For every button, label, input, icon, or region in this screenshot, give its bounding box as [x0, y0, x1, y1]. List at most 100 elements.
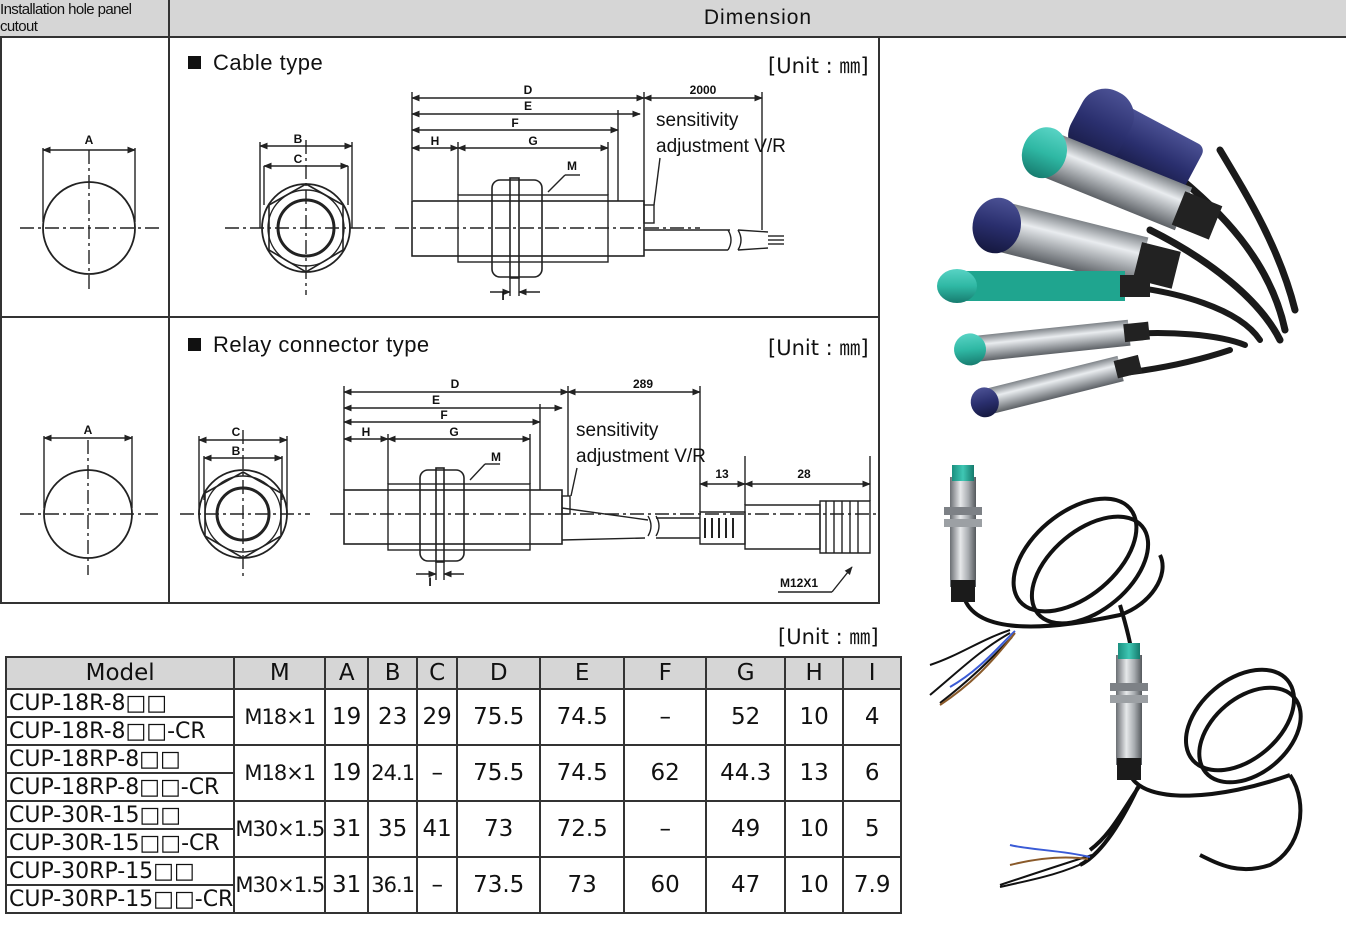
- cell-A: 19: [324, 688, 370, 746]
- cell-F: 62: [623, 744, 708, 802]
- cable-front-view: [225, 140, 385, 295]
- col-G: G: [705, 656, 787, 690]
- col-I: I: [842, 656, 903, 690]
- cell-A: 19: [324, 744, 370, 802]
- cell-H: 13: [784, 744, 845, 802]
- table-row: CUP-30RP-15□□ M30×1.5 31 36.1 – 73.5 73 …: [4, 856, 903, 914]
- cell-F: –: [623, 688, 708, 746]
- cable-dim-A: A: [85, 133, 94, 147]
- relay-sensitivity-label: sensitivity: [576, 420, 659, 441]
- cell-B: 23: [367, 688, 419, 746]
- model-name: CUP-30RP-15□□: [4, 856, 236, 886]
- col-A: A: [324, 656, 370, 690]
- relay-dim-F: F: [440, 408, 447, 422]
- relay-dim-G: G: [449, 425, 458, 439]
- model-name: CUP-18R-8□□-CR: [4, 716, 236, 746]
- cable-dim-B: B: [294, 132, 303, 146]
- cable-dim-C: C: [294, 152, 303, 166]
- install-hole-header: Installation hole panel cutout: [0, 0, 170, 38]
- cell-M: M30×1.5: [233, 800, 327, 858]
- cable-dim-M: M: [567, 159, 577, 173]
- relay-dim-C: C: [232, 425, 241, 439]
- cable-dim-D: D: [524, 83, 533, 97]
- cable-sensitivity-label: sensitivity: [656, 110, 739, 131]
- sensor-product-photo: [937, 88, 1299, 418]
- cell-B: 35: [367, 800, 419, 858]
- sensor-bottom: [999, 643, 1303, 888]
- model-name: CUP-30RP-15□□-CR: [4, 884, 236, 914]
- cell-A: 31: [324, 856, 370, 914]
- cell-G: 52: [705, 688, 787, 746]
- cell-I: 5: [842, 800, 903, 858]
- cell-D: 75.5: [456, 688, 542, 746]
- cable-vr-label: adjustment V/R: [656, 136, 786, 157]
- cell-D: 73.5: [456, 856, 542, 914]
- cell-C: 41: [416, 800, 459, 858]
- table-unit-label: [Unit : ㎜]: [778, 625, 879, 649]
- relay-unit-label: [Unit : ㎜]: [768, 336, 869, 360]
- cell-H: 10: [784, 688, 845, 746]
- cell-C: –: [416, 744, 459, 802]
- table-row: CUP-18RP-8□□-CR: [4, 772, 901, 802]
- col-model: Model: [4, 656, 236, 690]
- column-divider: [168, 36, 170, 602]
- bullet-square-icon: [188, 338, 201, 351]
- relay-vr-label: adjustment V/R: [576, 446, 706, 467]
- bullet-square-icon: [188, 56, 201, 69]
- model-name: CUP-18RP-8□□: [4, 744, 236, 774]
- cell-B: 24.1: [367, 744, 419, 802]
- col-H: H: [784, 656, 845, 690]
- relay-cutout-drawing: [20, 434, 158, 575]
- table-row: CUP-18RP-8□□ M18×1 19 24.1 – 75.5 74.5 6…: [4, 744, 903, 802]
- cable-cutout-drawing: [20, 146, 160, 292]
- cell-C: 29: [416, 688, 459, 746]
- cell-E: 72.5: [539, 800, 626, 858]
- cable-unit-label: [Unit : ㎜]: [768, 54, 869, 78]
- relay-front-view: [180, 430, 310, 580]
- cell-E: 74.5: [539, 744, 626, 802]
- cable-side-view: [395, 92, 784, 296]
- spec-table: Model M A B C D E F G H I CUP-18R-8□□ M1…: [4, 656, 903, 914]
- relay-dim-length: 289: [633, 377, 653, 391]
- relay-dim-D: D: [451, 377, 460, 391]
- cable-dim-length: 2000: [690, 83, 717, 97]
- relay-dim-H: H: [362, 425, 371, 439]
- col-E: E: [539, 656, 626, 690]
- cell-F: –: [623, 800, 708, 858]
- cell-E: 73: [539, 856, 626, 914]
- cable-sensor-photo: [929, 465, 1303, 888]
- cable-dim-H: H: [431, 134, 440, 148]
- model-name: CUP-30R-15□□-CR: [4, 828, 236, 858]
- cell-D: 75.5: [456, 744, 542, 802]
- col-D: D: [456, 656, 542, 690]
- relay-dim-M: M: [491, 450, 501, 464]
- relay-dim-B: B: [232, 444, 241, 458]
- cell-I: 7.9: [842, 856, 903, 914]
- cell-F: 60: [623, 856, 708, 914]
- model-name: CUP-18RP-8□□-CR: [4, 772, 236, 802]
- relay-dim-A: A: [84, 423, 93, 437]
- cell-G: 49: [705, 800, 787, 858]
- table-row: CUP-30RP-15□□-CR: [4, 884, 901, 914]
- table-row: CUP-18R-8□□-CR: [4, 716, 901, 746]
- cell-M: M18×1: [233, 688, 327, 746]
- model-name: CUP-18R-8□□: [4, 688, 236, 718]
- cell-H: 10: [784, 856, 845, 914]
- relay-side-view: [330, 386, 880, 593]
- table-header-row: Model M A B C D E F G H I: [4, 656, 903, 690]
- cell-G: 44.3: [705, 744, 787, 802]
- cell-I: 6: [842, 744, 903, 802]
- cell-M: M30×1.5: [233, 856, 327, 914]
- cable-dim-F: F: [511, 116, 518, 130]
- cable-dim-I: I: [501, 289, 504, 303]
- relay-dim-28: 28: [797, 467, 811, 481]
- cell-M: M18×1: [233, 744, 327, 802]
- cell-I: 4: [842, 688, 903, 746]
- cable-dim-E: E: [524, 99, 532, 113]
- dimension-header: Dimension: [170, 0, 1346, 38]
- row-divider: [0, 316, 878, 318]
- cell-C: –: [416, 856, 459, 914]
- cable-type-title: Cable type: [188, 50, 323, 76]
- col-M: M: [233, 656, 327, 690]
- col-C: C: [416, 656, 459, 690]
